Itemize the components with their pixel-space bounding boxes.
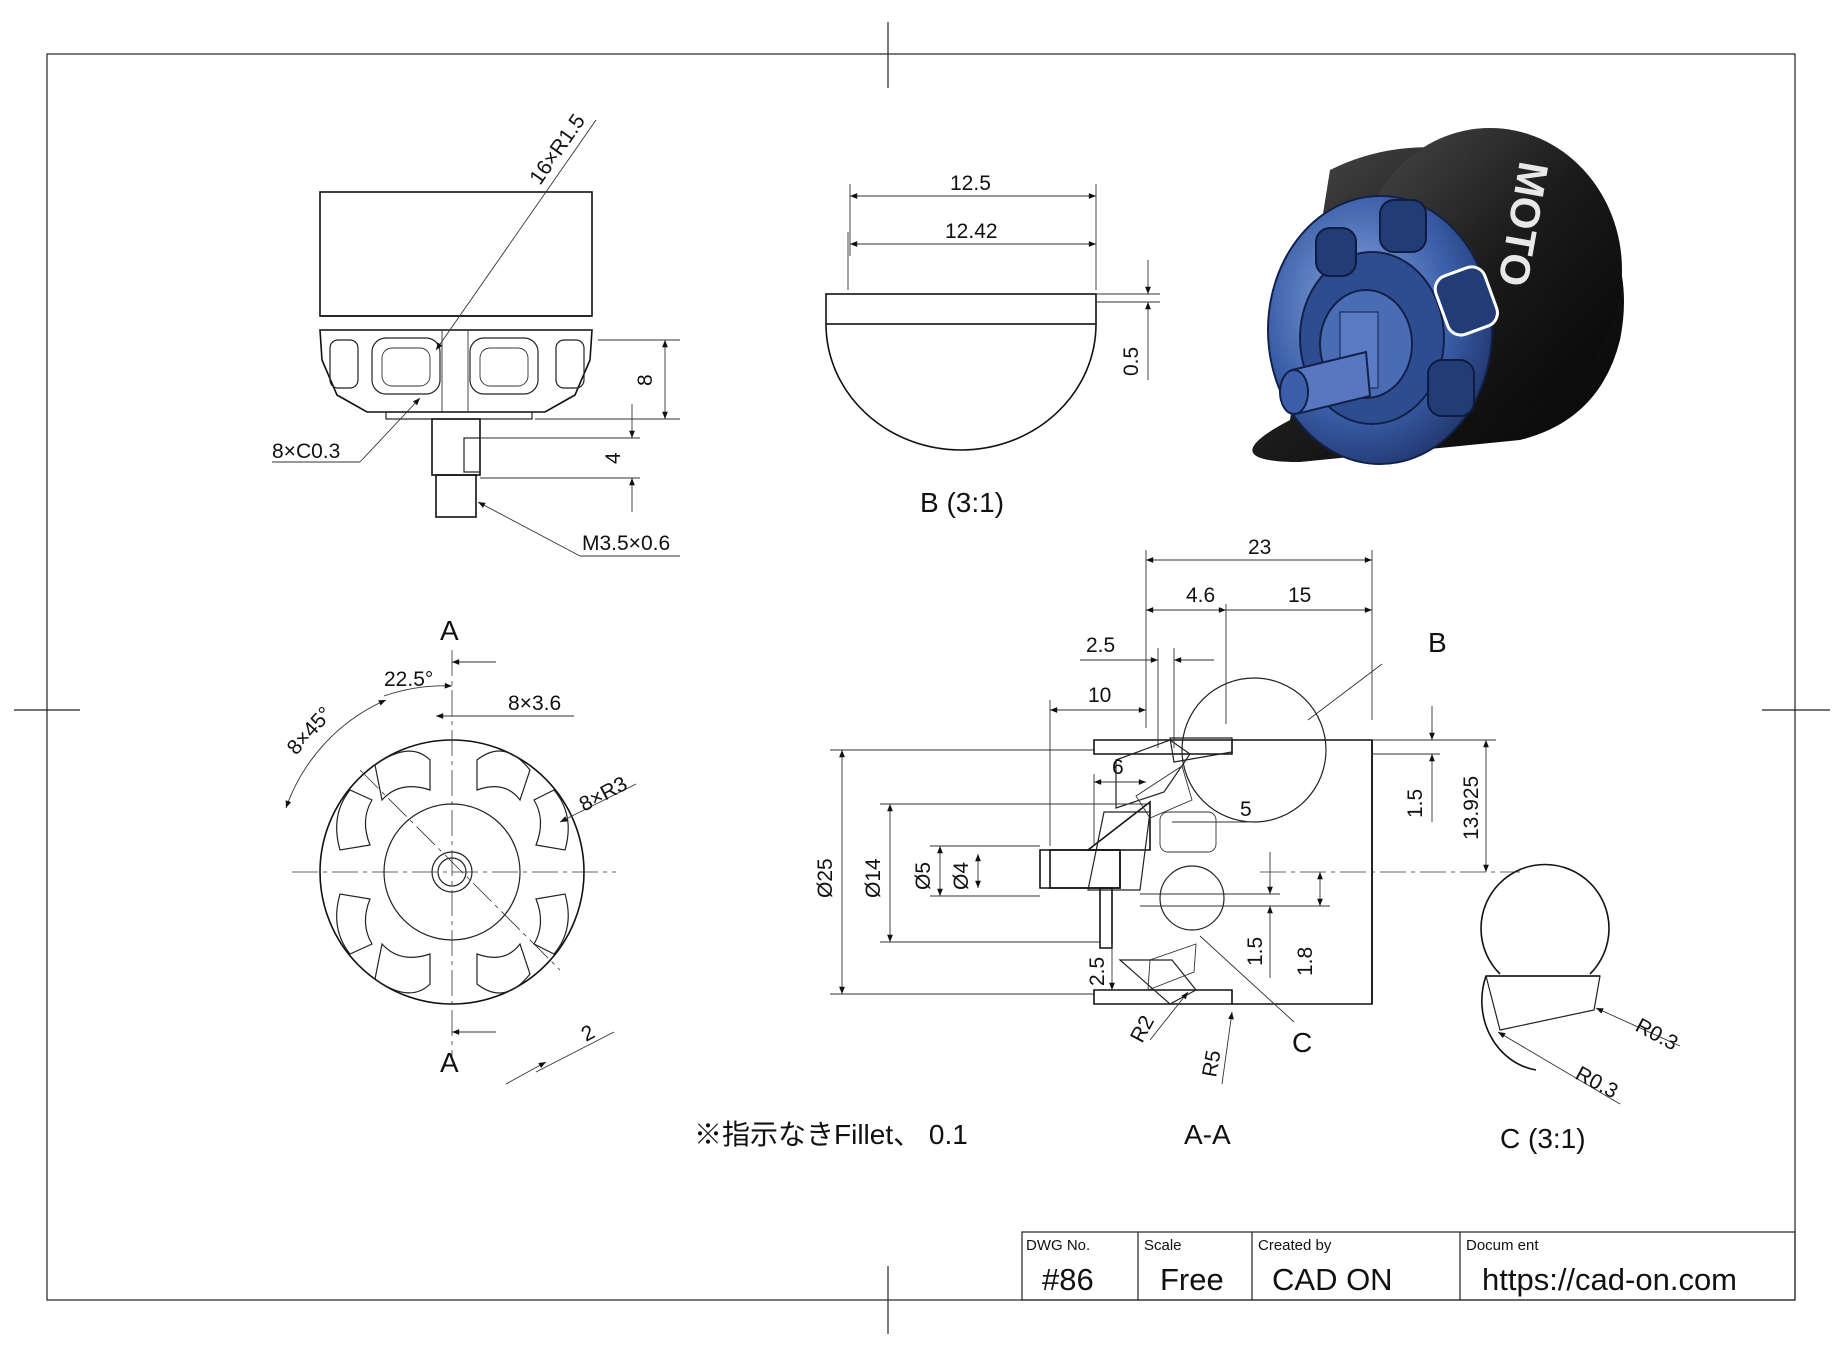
dwg-no-label: DWG No. bbox=[1026, 1237, 1090, 1254]
slot-label: 8×3.6 bbox=[508, 692, 561, 715]
detail-b-letter: B bbox=[1428, 627, 1447, 658]
document-value: https://cad-on.com bbox=[1482, 1262, 1737, 1297]
created-by-value: CAD ON bbox=[1272, 1262, 1393, 1297]
width-label: 2 bbox=[578, 1021, 599, 1047]
angle-small-label: 22.5° bbox=[384, 668, 433, 691]
thread-label: M3.5×0.6 bbox=[582, 532, 670, 555]
scale-value: Free bbox=[1160, 1262, 1224, 1297]
fillet-note: ※指示なきFillet、 0.1 bbox=[694, 1119, 968, 1150]
created-by-label: Created by bbox=[1258, 1237, 1332, 1254]
dim-2-5-top: 2.5 bbox=[1086, 634, 1115, 657]
section-letter-bottom: A bbox=[440, 1047, 459, 1078]
angle-pattern-label: 8×45° bbox=[283, 703, 337, 760]
detail-b-w1: 12.5 bbox=[950, 172, 991, 195]
dia-4: Ø4 bbox=[950, 862, 973, 890]
front-view: A A 22.5° 8×45° 8×3.6 8×R3 2 bbox=[283, 615, 637, 1085]
side-view: 16×R1.5 8×C0.3 8 4 M3.5×0.6 bbox=[272, 110, 680, 557]
detail-b-thickness: 0.5 bbox=[1120, 347, 1143, 376]
detail-b-w2: 12.42 bbox=[945, 220, 998, 243]
section-title: A-A bbox=[1184, 1119, 1231, 1150]
fillet-label: 16×R1.5 bbox=[525, 110, 590, 189]
dia-14: Ø14 bbox=[862, 858, 885, 898]
radius-label: 8×R3 bbox=[576, 772, 632, 816]
dwg-no-value: #86 bbox=[1042, 1262, 1094, 1297]
radius-r2: R2 bbox=[1126, 1012, 1159, 1047]
scale-label: Scale bbox=[1144, 1237, 1182, 1254]
detail-c-r1: R0.3 bbox=[1632, 1014, 1682, 1055]
border-frame bbox=[14, 22, 1830, 1334]
dim-1-5: 1.5 bbox=[1244, 937, 1267, 966]
dia-5: Ø5 bbox=[912, 862, 935, 890]
dim-13-925: 13.925 bbox=[1460, 776, 1483, 840]
dim-10: 10 bbox=[1088, 684, 1111, 707]
dim-6: 6 bbox=[1112, 756, 1124, 779]
detail-b-view: 12.5 12.42 0.5 B (3:1) bbox=[825, 172, 1160, 518]
height-label: 8 bbox=[634, 374, 657, 386]
detail-c-letter: C bbox=[1292, 1027, 1312, 1058]
detail-c-title: C (3:1) bbox=[1500, 1123, 1586, 1154]
dim-1-5-right: 1.5 bbox=[1404, 789, 1427, 818]
motor-render: MOTO bbox=[1252, 128, 1624, 465]
detail-c-view: R0.3 R0.3 C (3:1) bbox=[1480, 863, 1682, 1154]
document-label: Docum ent bbox=[1466, 1237, 1539, 1254]
title-block: DWG No. #86 Scale Free Created by CAD ON… bbox=[1021, 1231, 1796, 1301]
dim-15: 15 bbox=[1288, 584, 1311, 607]
dim-5: 5 bbox=[1240, 798, 1252, 821]
detail-c-r2: R0.3 bbox=[1572, 1062, 1622, 1103]
dim-23: 23 bbox=[1248, 536, 1271, 559]
shaft-length-label: 4 bbox=[602, 452, 625, 464]
detail-b-title: B (3:1) bbox=[920, 487, 1004, 518]
dim-4-6: 4.6 bbox=[1186, 584, 1215, 607]
section-view: 23 4.6 15 2.5 10 6 5 Ø25 Ø14 Ø5 Ø4 bbox=[814, 536, 1520, 1150]
dia-25: Ø25 bbox=[814, 858, 837, 898]
chamfer-label: 8×C0.3 bbox=[272, 440, 340, 463]
dim-2-5-bottom: 2.5 bbox=[1086, 957, 1109, 986]
dim-1-8: 1.8 bbox=[1294, 947, 1317, 976]
section-letter-top: A bbox=[440, 615, 459, 646]
radius-r5: R5 bbox=[1198, 1048, 1225, 1078]
